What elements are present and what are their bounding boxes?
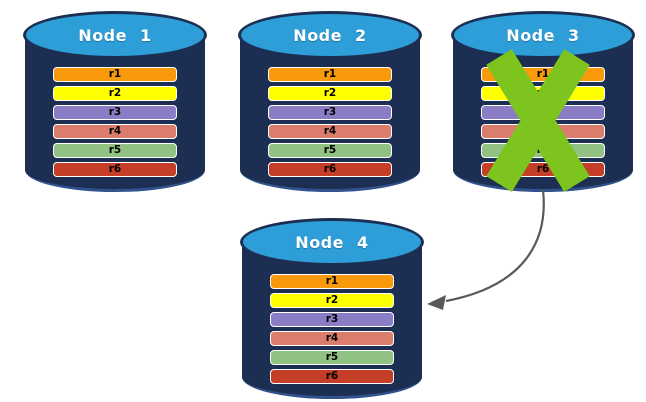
node-3-cylinder: Node 3 r1 r2 r3 r4 r5 r6 <box>448 9 638 192</box>
node-1-title: Node 1 <box>78 25 152 45</box>
node-4-cylinder: Node 4 r1 r2 r3 r4 r5 r6 <box>237 216 427 399</box>
record-row-r5: r5 <box>270 350 394 365</box>
record-row-r1: r1 <box>53 67 177 82</box>
record-row-r4: r4 <box>270 331 394 346</box>
record-row-r3: r3 <box>53 105 177 120</box>
record-row-r4: r4 <box>481 124 605 139</box>
record-row-r2: r2 <box>53 86 177 101</box>
record-row-r5: r5 <box>268 143 392 158</box>
node-3-rows: r1 r2 r3 r4 r5 r6 <box>481 67 605 177</box>
node-2-rows: r1 r2 r3 r4 r5 r6 <box>268 67 392 177</box>
record-row-r5: r5 <box>53 143 177 158</box>
record-row-r3: r3 <box>268 105 392 120</box>
record-row-r6: r6 <box>53 162 177 177</box>
node-4-title: Node 4 <box>295 232 369 252</box>
record-row-r3: r3 <box>481 105 605 120</box>
migration-arrow <box>427 189 545 310</box>
record-row-r2: r2 <box>270 293 394 308</box>
node-1-cylinder-top: Node 1 <box>23 11 207 59</box>
record-row-r5: r5 <box>481 143 605 158</box>
node-2-cylinder: Node 2 r1 r2 r3 r4 r5 r6 <box>235 9 425 192</box>
node-4-cylinder-top: Node 4 <box>240 218 424 266</box>
record-row-r6: r6 <box>268 162 392 177</box>
record-row-r2: r2 <box>268 86 392 101</box>
record-row-r1: r1 <box>481 67 605 82</box>
record-row-r4: r4 <box>268 124 392 139</box>
node-2-title: Node 2 <box>293 25 367 45</box>
record-row-r2: r2 <box>481 86 605 101</box>
node-1-cylinder: Node 1 r1 r2 r3 r4 r5 r6 <box>20 9 210 192</box>
record-row-r3: r3 <box>270 312 394 327</box>
node-2-cylinder-top: Node 2 <box>238 11 422 59</box>
node-3-title: Node 3 <box>506 25 580 45</box>
record-row-r1: r1 <box>268 67 392 82</box>
record-row-r4: r4 <box>53 124 177 139</box>
record-row-r6: r6 <box>481 162 605 177</box>
node-1-rows: r1 r2 r3 r4 r5 r6 <box>53 67 177 177</box>
node-3-cylinder-top: Node 3 <box>451 11 635 59</box>
record-row-r6: r6 <box>270 369 394 384</box>
record-row-r1: r1 <box>270 274 394 289</box>
node-4-rows: r1 r2 r3 r4 r5 r6 <box>270 274 394 384</box>
